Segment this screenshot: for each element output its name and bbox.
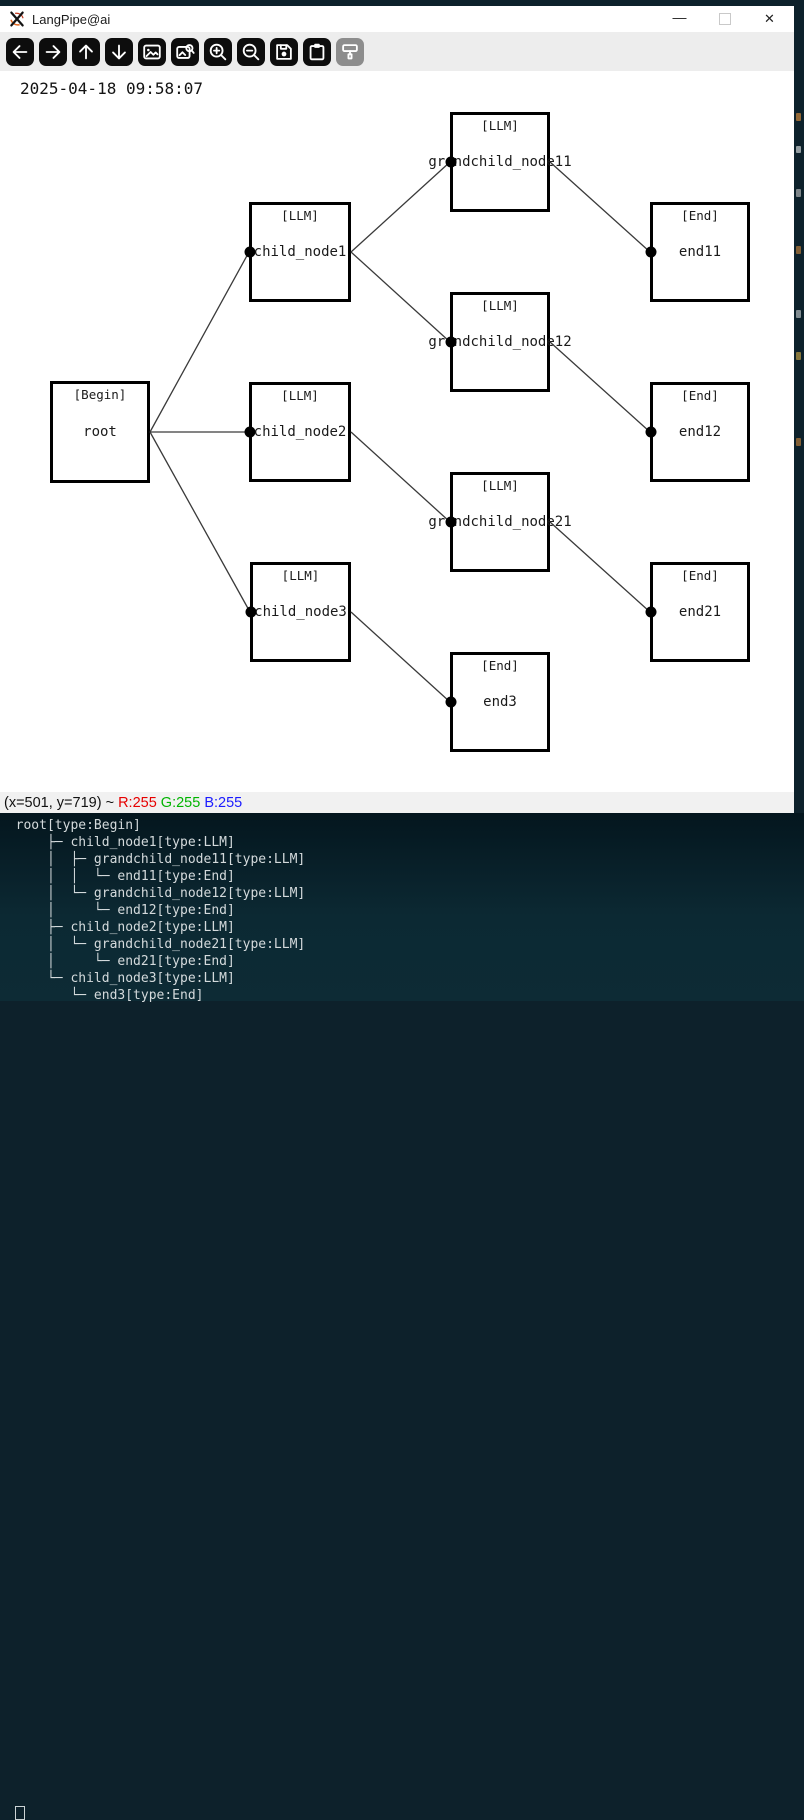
node-type-label: [LLM]	[481, 118, 519, 133]
app-logo-icon	[10, 11, 24, 27]
move-down-button[interactable]	[105, 37, 133, 66]
node-name-label: end21	[678, 604, 722, 620]
background-window-fragment	[796, 146, 801, 153]
node-type-label: [LLM]	[281, 568, 320, 583]
node-type-label: [LLM]	[481, 478, 519, 493]
node-type-label: [LLM]	[481, 298, 519, 313]
maximize-icon	[718, 13, 731, 25]
maximize-button[interactable]	[702, 6, 747, 32]
image-search-icon	[176, 43, 195, 59]
image-icon	[143, 44, 161, 59]
save-icon	[276, 43, 292, 60]
toolbar	[0, 32, 794, 71]
graph-node-child_node2[interactable]: [LLM] child_node2	[249, 382, 351, 482]
arrow-down-icon	[112, 44, 126, 59]
save-button[interactable]	[270, 37, 298, 66]
node-name-label: root	[83, 424, 117, 440]
app-window: LangPipe@ai — ✕ 2025-04-18 09:58:07 [Beg…	[0, 6, 794, 813]
status-bar: (x=501, y=719) ~ R:255 G:255 B:255	[0, 792, 794, 813]
arrow-up-icon	[79, 44, 93, 59]
background-window-fragment	[796, 113, 801, 121]
arrow-right-icon	[45, 44, 61, 59]
background-window-fragment	[796, 189, 801, 197]
terminal-panel: root[type:Begin] ├─ child_node1[type:LLM…	[0, 813, 804, 1820]
graph-node-grandchild_node12[interactable]: [LLM] grandchild_node12	[428, 292, 572, 392]
graph-canvas[interactable]: 2025-04-18 09:58:07 [Begin] root [LLM] chil…	[0, 71, 794, 792]
desktop: { "window": { "title": "LangPipe@ai", "c…	[0, 6, 804, 1820]
cursor-position-label: (x=501, y=719) ~	[4, 794, 119, 811]
title-bar: LangPipe@ai — ✕	[0, 6, 794, 32]
rgb-b-label: B:255	[204, 794, 243, 811]
zoom-in-button[interactable]	[204, 37, 232, 66]
back-button[interactable]	[6, 37, 34, 66]
node-type-label: [Begin]	[73, 387, 127, 402]
background-window-fragment	[796, 310, 801, 318]
rgb-r-label: R:255	[118, 794, 157, 811]
graph-node-grandchild_node21[interactable]: [LLM] grandchild_node21	[428, 472, 572, 572]
node-type-label: [LLM]	[281, 388, 319, 403]
graph-node-end11[interactable]: [End] end11	[650, 202, 750, 302]
rgb-g-label: G:255	[160, 794, 201, 811]
node-type-label: [LLM]	[281, 208, 319, 223]
zoom-out-icon	[242, 43, 260, 60]
node-name-label: end11	[678, 244, 722, 260]
timestamp-label: 2025-04-18 09:58:07	[20, 79, 204, 98]
node-type-label: [End]	[681, 208, 719, 223]
node-name-label: end12	[678, 424, 722, 440]
node-type-label: [End]	[481, 658, 519, 673]
clipboard-button[interactable]	[303, 37, 331, 66]
window-controls: — ✕	[657, 6, 792, 32]
zoom-in-icon	[209, 43, 227, 60]
graph-node-end3[interactable]: [End] end3	[450, 652, 550, 752]
terminal-prompt-fragment	[15, 1806, 25, 1820]
node-name-label: grandchild_node21	[428, 514, 572, 530]
node-name-label: child_node3	[254, 604, 347, 620]
graph-node-end21[interactable]: [End] end21	[650, 562, 750, 662]
arrow-left-icon	[12, 44, 28, 59]
image-button[interactable]	[138, 37, 166, 66]
paint-icon	[342, 43, 358, 59]
forward-button[interactable]	[39, 37, 67, 66]
image-preview-button[interactable]	[171, 37, 199, 66]
pipeline-tree-output: root[type:Begin] ├─ child_node1[type:LLM…	[15, 818, 306, 1003]
background-window-fragment	[796, 352, 801, 360]
graph-node-child_node1[interactable]: [LLM] child_node1	[249, 202, 351, 302]
move-up-button[interactable]	[72, 37, 100, 66]
node-type-label: [End]	[681, 568, 719, 583]
graph-node-end12[interactable]: [End] end12	[650, 382, 750, 482]
close-button[interactable]: ✕	[764, 11, 775, 26]
minimize-button[interactable]: —	[672, 9, 687, 25]
node-type-label: [End]	[681, 388, 719, 403]
graph-nodes-layer: [Begin] root [LLM] child_node1 [LLM] child_no…	[0, 71, 794, 792]
clipboard-icon	[309, 43, 325, 60]
graph-node-grandchild_node11[interactable]: [LLM] grandchild_node11	[428, 112, 572, 212]
node-name-label: child_node2	[253, 424, 347, 440]
node-name-label: child_node1	[253, 244, 347, 260]
app-title: LangPipe@ai	[32, 11, 111, 27]
zoom-out-button[interactable]	[237, 37, 265, 66]
graph-node-child_node3[interactable]: [LLM] child_node3	[250, 562, 351, 662]
node-name-label: grandchild_node11	[428, 154, 572, 170]
node-name-label: end3	[483, 694, 517, 710]
background-window-fragment	[796, 438, 801, 446]
graph-node-root[interactable]: [Begin] root	[50, 381, 150, 483]
background-window-fragment	[796, 246, 801, 254]
paint-button[interactable]	[336, 37, 364, 66]
node-name-label: grandchild_node12	[428, 334, 572, 350]
